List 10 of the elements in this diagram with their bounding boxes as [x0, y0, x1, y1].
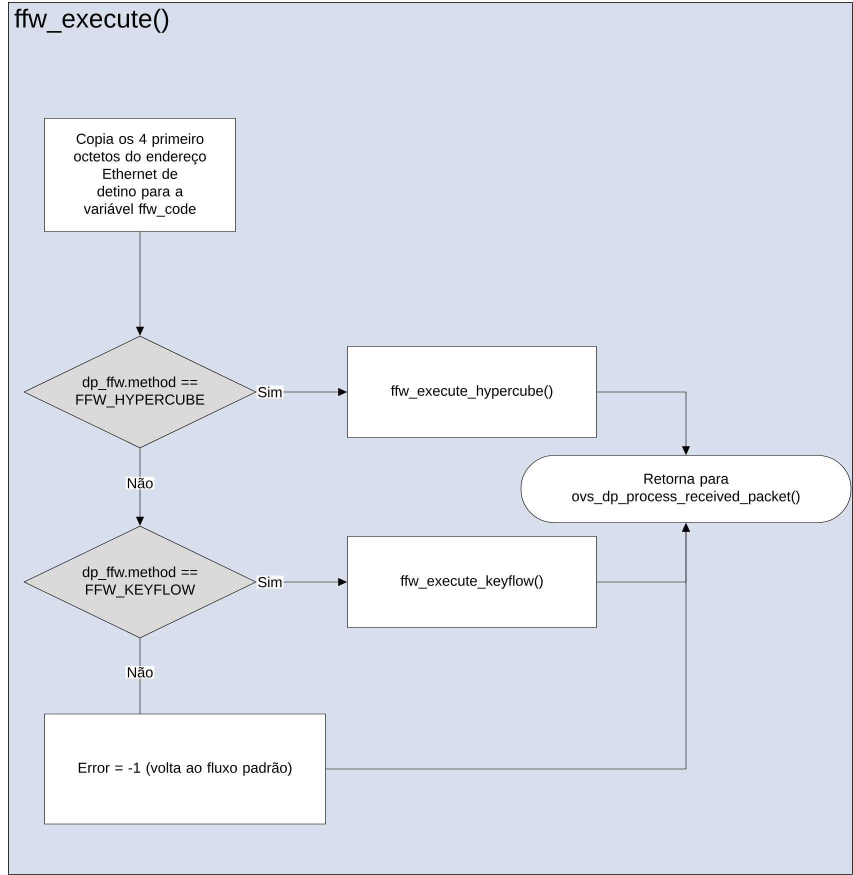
edge-label: Sim: [256, 386, 284, 398]
process-box: ffw_execute_hypercube(): [347, 346, 597, 438]
edge-label: Não: [126, 666, 154, 678]
process-box: Copia os 4 primeiro octetos do endereço Ethernet de detino para a variável ffw_code: [44, 118, 236, 232]
edge-label: Não: [126, 476, 154, 490]
terminal-box: Retorna para ovs_dp_process_received_packet(): [520, 455, 852, 523]
process-box: Error = -1 (volta ao fluxo padrão): [44, 714, 326, 824]
process-box: ffw_execute_keyflow(): [347, 536, 597, 628]
frame-title: ffw_execute(): [14, 8, 168, 33]
edge-label: Sim: [256, 576, 284, 588]
